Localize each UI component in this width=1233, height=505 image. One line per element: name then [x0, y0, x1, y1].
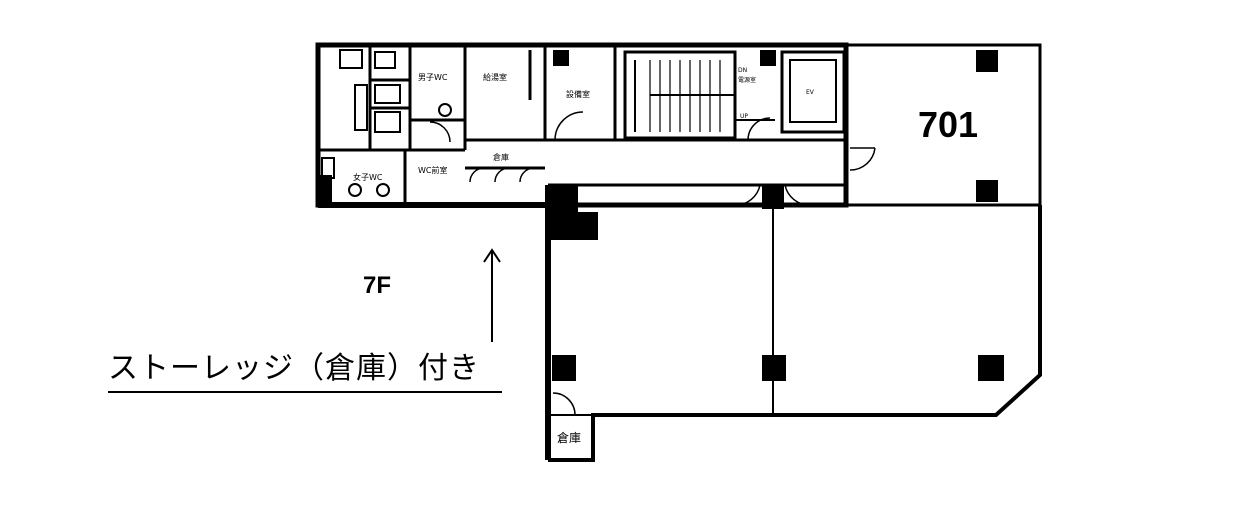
- stairwell: [623, 50, 775, 141]
- wc-front-label: WC前室: [418, 165, 448, 175]
- office-column-right-mid: [978, 355, 1004, 381]
- storage-top-label: 倉庫: [493, 152, 509, 162]
- unit-701-walls: [844, 43, 1042, 207]
- up-label: UP: [740, 113, 748, 120]
- restroom-area: [318, 45, 467, 205]
- restroom-column: [318, 175, 332, 205]
- equipment-room-column: [553, 50, 569, 66]
- main-office-walls: [545, 184, 1042, 462]
- storage-pointer-arrow: [483, 248, 501, 342]
- unit-701-column-top: [976, 50, 998, 72]
- office-column-center-top: [762, 185, 784, 209]
- womens-wc-label: 女子WC: [353, 172, 383, 182]
- unit-701-label: 701: [918, 104, 978, 145]
- mens-wc-label: 男子WC: [418, 73, 448, 82]
- elevator-label: EV: [806, 89, 815, 96]
- storage-bottom-label: 倉庫: [557, 430, 581, 445]
- elevator: [780, 50, 846, 134]
- office-column-left-mid: [552, 355, 576, 381]
- service-core-walls: [315, 42, 849, 208]
- equipment-room-label: 設備室: [566, 89, 590, 99]
- pipe-shaft-label-2: 電源室: [738, 76, 756, 84]
- pipe-shaft-label: DN: [738, 67, 747, 74]
- corridor: [465, 138, 846, 187]
- storage-caption: ストーレッジ（倉庫）付き: [108, 351, 480, 386]
- office-column-center-mid: [762, 355, 786, 381]
- floor-label: 7F: [363, 272, 391, 299]
- unit-701-column-mid: [976, 180, 998, 202]
- office-column-entrance-b: [560, 212, 598, 240]
- kitchen-label: 給湯室: [483, 72, 507, 82]
- stair-column: [760, 50, 776, 66]
